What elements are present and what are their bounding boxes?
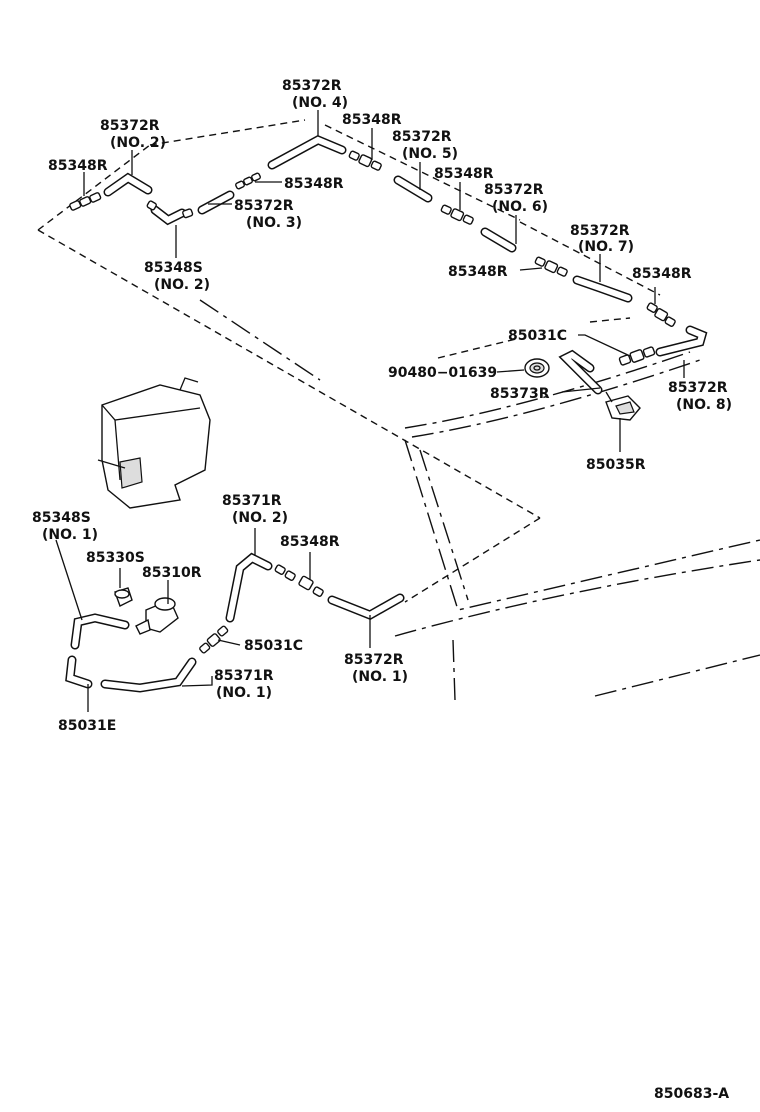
label-85348R-a: 85348R [342, 112, 402, 128]
hose-85372R-no3 [197, 190, 235, 215]
label-85372R-no2-sub: (NO. 2) [110, 135, 166, 151]
label-85371R-no2: 85371R [222, 493, 282, 509]
connector-85348R-right [534, 256, 568, 277]
connector-85031C-front [199, 625, 229, 654]
cap-85330S [114, 587, 133, 607]
hose-85348S-no2 [150, 205, 187, 226]
hose-85372R-no5 [393, 175, 433, 203]
label-85348R-e: 85348R [632, 266, 692, 282]
label-85372R-no6-sub: (NO. 6) [492, 199, 548, 215]
hose-85031E [65, 655, 93, 689]
washer-tank [97, 377, 211, 509]
label-85372R-no1-sub: (NO. 1) [352, 669, 408, 685]
leader-lines [55, 110, 685, 712]
label-85348R-mid: 85348R [284, 176, 344, 192]
label-85372R-no7: 85372R [570, 223, 630, 239]
label-85372R-no5: 85372R [392, 129, 452, 145]
label-85330S: 85330S [86, 550, 145, 566]
connector-85348S-no2 [146, 200, 194, 219]
grommet-90480-01639 [524, 358, 550, 378]
assembly-outline [37, 119, 661, 603]
label-85372R-no4-sub: (NO. 4) [292, 95, 348, 111]
hose-85371R-no1 [100, 657, 197, 693]
label-85348R-g: 85348R [280, 534, 340, 550]
label-85372R-no2: 85372R [100, 118, 160, 134]
label-85035R: 85035R [586, 457, 646, 473]
nozzle-85035R [605, 391, 641, 421]
label-85373R: 85373R [490, 386, 550, 402]
part-labels: 85372R (NO. 4) 85372R (NO. 2) 85348R 853… [32, 78, 732, 734]
label-85310R: 85310R [142, 565, 202, 581]
label-85031C-rear: 85031C [508, 328, 567, 344]
hose-85371R-no2 [225, 552, 273, 623]
label-85372R-no5-sub: (NO. 5) [402, 146, 458, 162]
hose-85372R-no6 [480, 227, 517, 253]
hose-85373R [558, 349, 603, 395]
hose-85372R-no8 [655, 325, 708, 357]
label-85371R-no1-sub: (NO. 1) [216, 685, 272, 701]
vehicle-body-lines [199, 299, 760, 701]
connector-85348R-far-right [646, 302, 676, 327]
label-85372R-no8: 85372R [668, 380, 728, 396]
connector-85348R-center [440, 204, 474, 225]
label-85348S-no2: 85348S [144, 260, 203, 276]
label-85348R-c: 85348R [434, 166, 494, 182]
hose-85372R-no4 [267, 135, 347, 170]
connector-85348R-mid [235, 172, 261, 190]
label-85348S-no1-sub: (NO. 1) [42, 527, 98, 543]
label-85372R-no4: 85372R [282, 78, 342, 94]
label-85371R-no2-sub: (NO. 2) [232, 510, 288, 526]
label-85348R-b: 85348R [48, 158, 108, 174]
connector-85348R-top [348, 150, 382, 171]
label-85348R-d: 85348R [448, 264, 508, 280]
label-90480-01639: 90480−01639 [388, 365, 497, 381]
hose-85348S-no1 [70, 613, 130, 650]
label-85372R-no1: 85372R [344, 652, 404, 668]
label-85372R-no3: 85372R [234, 198, 294, 214]
label-85371R-no1: 85371R [214, 668, 274, 684]
hose-85372R-no7 [572, 275, 633, 303]
label-85372R-no3-sub: (NO. 3) [246, 215, 302, 231]
label-85348S-no1: 85348S [32, 510, 91, 526]
connector-85348R-left [69, 192, 102, 211]
pump-85310R [135, 597, 179, 635]
label-85372R-no7-sub: (NO. 7) [578, 239, 634, 255]
label-85348S-no2-sub: (NO. 2) [154, 277, 210, 293]
label-85372R-no8-sub: (NO. 8) [676, 397, 732, 413]
label-85031E: 85031E [58, 718, 116, 734]
hose-85372R-no2 [103, 172, 153, 197]
hose-85372R-no1 [327, 593, 405, 620]
connector-85348R-front [274, 564, 324, 597]
label-85031C-front: 85031C [244, 638, 303, 654]
connector-85031C-rear [618, 346, 656, 366]
label-85372R-no6: 85372R [484, 182, 544, 198]
diagram-code: 850683-A [654, 1086, 729, 1102]
